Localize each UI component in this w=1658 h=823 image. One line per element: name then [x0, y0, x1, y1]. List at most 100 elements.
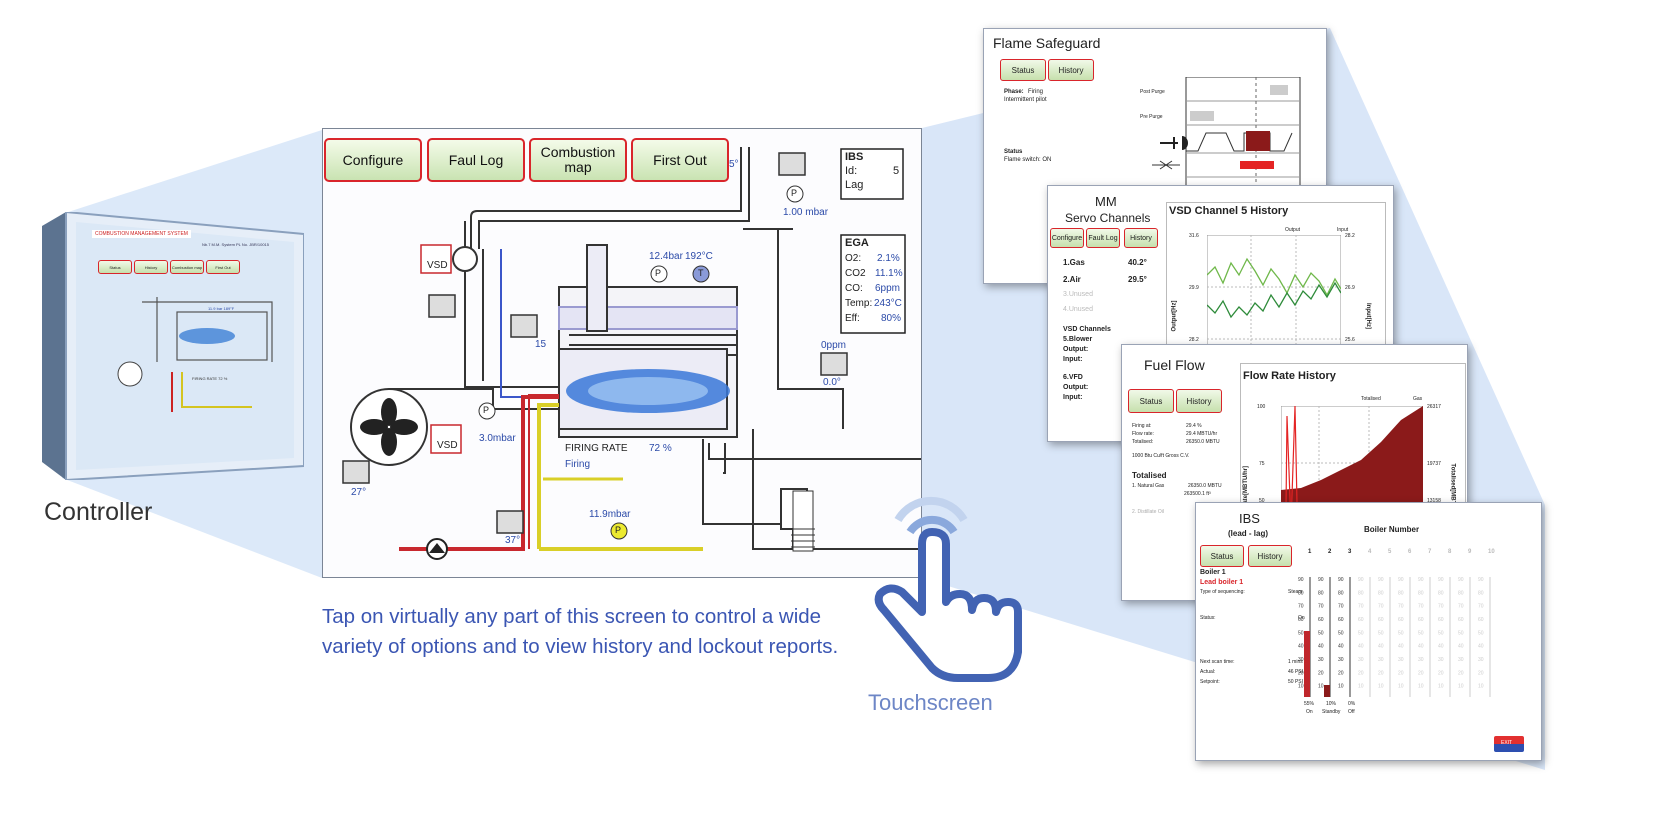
- mm-ch2-value[interactable]: 29.5°: [1128, 275, 1147, 284]
- ibs-scale-tick: 70: [1418, 604, 1424, 610]
- fuel-totalised-title: Totalised: [1132, 471, 1167, 480]
- ega-co-value: 6ppm: [875, 283, 901, 294]
- ibs-col-number[interactable]: 1: [1308, 549, 1312, 555]
- ibs-title[interactable]: IBS: [845, 151, 864, 163]
- ibs-col-number[interactable]: 7: [1428, 549, 1432, 555]
- valve-angle[interactable]: 37°: [505, 535, 521, 546]
- ega-o2-label: O2:: [845, 253, 862, 264]
- first-out-button[interactable]: First Out: [631, 138, 729, 182]
- ibs-scale-tick: 60: [1438, 617, 1444, 623]
- fuel-gas-cv: 1000 Btu Cu/ft Gross C.V.: [1132, 453, 1190, 459]
- ibs-scale-tick: 10: [1478, 684, 1484, 690]
- ibs-scale-tick: 10: [1418, 684, 1424, 690]
- ibs-actual-label: Actual:: [1200, 669, 1216, 675]
- ibs-actual-value: 46 PSI: [1288, 669, 1304, 675]
- ppm-reading[interactable]: 0ppm: [821, 340, 847, 351]
- firing-rate-value[interactable]: 72 %: [649, 443, 672, 454]
- ibs-scale-tick: 90: [1378, 577, 1384, 583]
- vsd-y-left: Output[Hz]: [1171, 300, 1178, 332]
- flame-status-button[interactable]: Status: [1000, 59, 1046, 81]
- gas-pressure[interactable]: 11.9mbar: [589, 509, 631, 520]
- mm-output-label: Output:: [1063, 346, 1089, 353]
- fuel-total-label: Totalised:: [1132, 439, 1154, 445]
- mm-configure-button[interactable]: Configure: [1050, 228, 1084, 248]
- ibs-col-number[interactable]: 4: [1368, 549, 1372, 555]
- ibs-col-number[interactable]: 8: [1448, 549, 1452, 555]
- mm-fault-log-button[interactable]: Fault Log: [1086, 228, 1120, 248]
- fan-angle[interactable]: 27°: [351, 487, 367, 498]
- ibs-scale-tick: 60: [1398, 617, 1404, 623]
- combustion-map-button[interactable]: Combustion map: [529, 138, 627, 182]
- ega-co2-value: 11.1%: [875, 268, 903, 279]
- touchscreen-caption: Touchscreen: [868, 690, 993, 715]
- firing-state: Firing: [565, 459, 591, 470]
- configure-button[interactable]: Configure: [324, 138, 422, 182]
- ibs-scale-tick: 20: [1398, 670, 1404, 676]
- mm-history-button[interactable]: History: [1124, 228, 1158, 248]
- drum-reading[interactable]: 15: [535, 339, 547, 350]
- controller-mini-map: Combustion map: [170, 260, 204, 274]
- vsd-tick-r1: 26.9: [1345, 285, 1355, 291]
- ibs-col-number[interactable]: 3: [1348, 549, 1352, 555]
- ibs-scale-tick: 30: [1298, 657, 1304, 663]
- ibs-scale-tick: 20: [1338, 670, 1344, 676]
- boiler-process-diagram: [342, 147, 921, 560]
- fuel-history-button[interactable]: History: [1176, 389, 1222, 413]
- ibs-scale-tick: 60: [1298, 617, 1304, 623]
- vsd-tick-r2: 25.6: [1345, 337, 1355, 343]
- ibs-col-number[interactable]: 2: [1328, 549, 1332, 555]
- ibs-scale-tick: 40: [1378, 644, 1384, 650]
- mm-vfd-label: 6.VFD: [1063, 374, 1083, 381]
- ibs-status-button[interactable]: Status: [1200, 545, 1244, 567]
- mm-title: MM: [1095, 194, 1117, 209]
- ibs-col-number[interactable]: 5: [1388, 549, 1392, 555]
- flame-history-button[interactable]: History: [1048, 59, 1094, 81]
- flow-tick-l0: 100: [1257, 404, 1266, 410]
- vsd-history-title: VSD Channel 5 History: [1169, 205, 1289, 217]
- ibs-scale-tick: 10: [1318, 684, 1324, 690]
- ibs-exit-button[interactable]: EXIT: [1494, 736, 1524, 752]
- vsd-label-top[interactable]: VSD: [427, 260, 448, 271]
- ibs-scale-tick: 10: [1338, 684, 1344, 690]
- ega-title[interactable]: EGA: [845, 237, 869, 249]
- vsd-tick-r0: 28.2: [1345, 233, 1355, 239]
- ibs-scale-tick: 30: [1438, 657, 1444, 663]
- ibs-scale-tick: 20: [1478, 670, 1484, 676]
- mm-ch1-label[interactable]: 1.Gas: [1063, 258, 1085, 267]
- ibs-scale-tick: 40: [1458, 644, 1464, 650]
- ibs-scale-tick: 30: [1358, 657, 1364, 663]
- fuel-status-button[interactable]: Status: [1128, 389, 1174, 413]
- controller-mini-firing: FIRING RATE 72 %: [192, 376, 228, 381]
- mm-ch1-value[interactable]: 40.2°: [1128, 258, 1147, 267]
- ibs-scale-tick: 70: [1438, 604, 1444, 610]
- post-purge-label: Post Purge: [1140, 89, 1165, 95]
- ibs-scale-tick: 20: [1358, 670, 1364, 676]
- fuel-flow-title: Fuel Flow: [1144, 357, 1205, 373]
- steam-temp[interactable]: 192°C: [685, 251, 713, 262]
- vsd-label-fan[interactable]: VSD: [437, 440, 458, 451]
- fault-log-button[interactable]: Faul Log: [427, 138, 525, 182]
- ibs-id-label: Id:: [845, 165, 858, 177]
- ibs-panel[interactable]: IBS (lead - lag) Status History Boiler N…: [1195, 502, 1542, 761]
- steam-pressure[interactable]: 12.4bar: [649, 251, 683, 262]
- ibs-col-number[interactable]: 6: [1408, 549, 1412, 555]
- touchscreen[interactable]: Configure Faul Log Combustion map First …: [322, 128, 922, 578]
- ibs-scale-tick: 50: [1458, 630, 1464, 636]
- mm-vsd-title: VSD Channels: [1063, 326, 1111, 333]
- ppm-angle[interactable]: 0.0°: [823, 377, 841, 388]
- ega-temp-label: Temp:: [845, 298, 873, 309]
- ibs-scale-tick: 10: [1458, 684, 1464, 690]
- ibs-scale-tick: 60: [1358, 617, 1364, 623]
- ibs-scale-tick: 90: [1298, 577, 1304, 583]
- flow-tick-r0: 26317: [1427, 404, 1441, 410]
- ibs-history-button[interactable]: History: [1248, 545, 1292, 567]
- fan-pressure[interactable]: 3.0mbar: [479, 433, 516, 444]
- ibs-col-number[interactable]: 9: [1468, 549, 1472, 555]
- top-pressure[interactable]: 1.00 mbar: [783, 207, 829, 218]
- mm-ch2-label[interactable]: 2.Air: [1063, 275, 1081, 284]
- ibs-scale-tick: 90: [1478, 577, 1484, 583]
- ibs-scale-tick: 50: [1398, 630, 1404, 636]
- ibs-col-number[interactable]: 10: [1488, 549, 1495, 555]
- top-angle[interactable]: 5°: [729, 159, 739, 170]
- ibs-scale-tick: 10: [1358, 684, 1364, 690]
